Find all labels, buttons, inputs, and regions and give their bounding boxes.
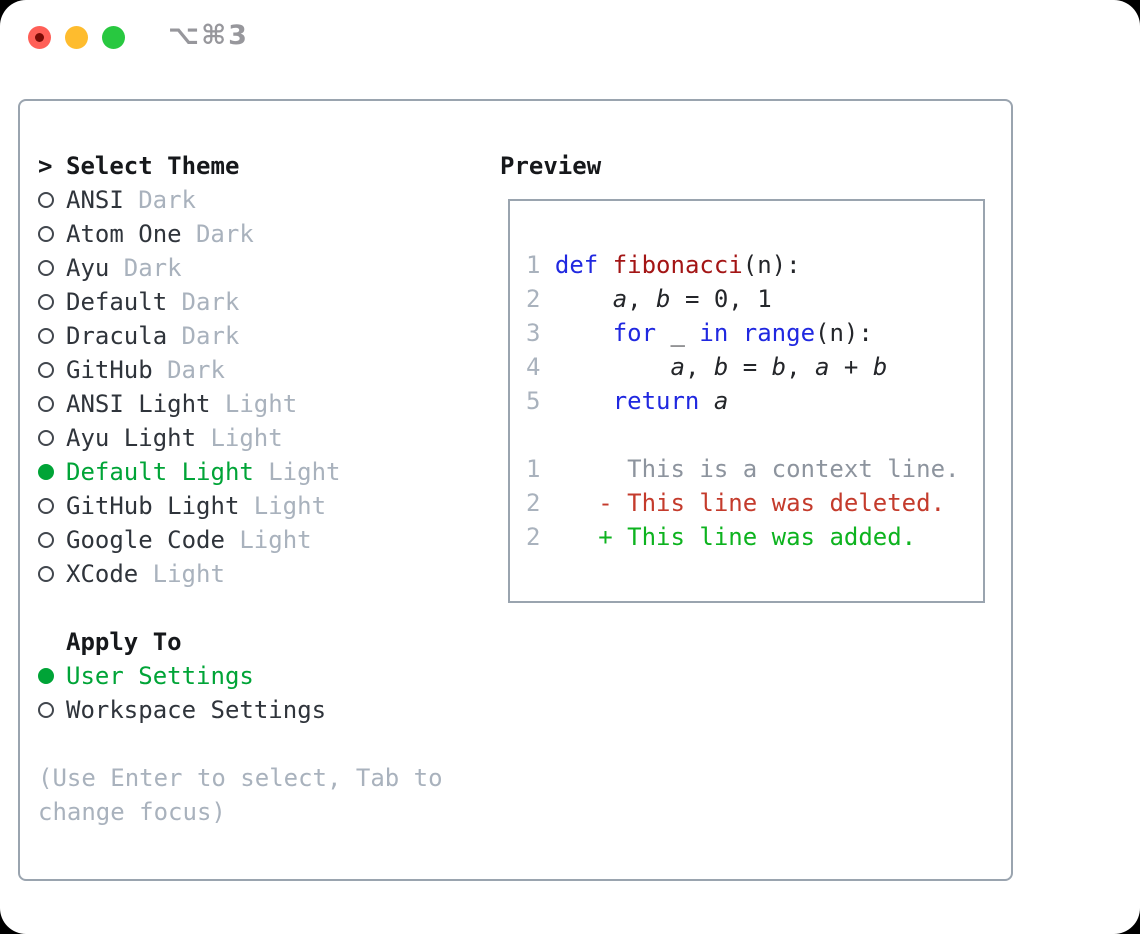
code-line: 2 + This line was added. <box>526 520 983 554</box>
spacer <box>38 591 443 625</box>
theme-variant-tag: Light <box>152 560 225 588</box>
minimize-button[interactable] <box>65 26 88 49</box>
theme-option[interactable]: Google Code Light <box>38 523 443 557</box>
radio-icon <box>38 192 54 208</box>
select-theme-heading: Select Theme <box>66 152 240 180</box>
code-line: 1 This is a context line. <box>526 452 983 486</box>
theme-option[interactable]: GitHub Light Light <box>38 489 443 523</box>
theme-option-label: Dracula <box>66 322 168 350</box>
select-theme-heading-row: > Select Theme <box>38 149 443 183</box>
line-number: 4 <box>526 353 541 381</box>
apply-to-option[interactable]: Workspace Settings <box>38 693 443 727</box>
theme-option[interactable]: ANSI Light Light <box>38 387 443 421</box>
theme-option-label: Google Code <box>66 526 225 554</box>
code-line: 5 return a <box>526 384 983 418</box>
code-line: 4 a, b = b, a + b <box>526 350 983 384</box>
code-line: 2 - This line was deleted. <box>526 486 983 520</box>
theme-option-label: Default Light <box>66 458 254 486</box>
titlebar: ⌥⌘3 <box>0 0 1140 74</box>
theme-option[interactable]: Default Light Light <box>38 455 443 489</box>
theme-option[interactable]: Ayu Light Light <box>38 421 443 455</box>
traffic-lights <box>28 26 125 49</box>
radio-icon <box>38 328 54 344</box>
line-number: 2 <box>526 489 541 517</box>
radio-icon <box>38 396 54 412</box>
radio-icon <box>38 702 54 718</box>
radio-icon <box>38 430 54 446</box>
line-number: 3 <box>526 319 541 347</box>
theme-option-label: ANSI Light <box>66 390 211 418</box>
line-number: 2 <box>526 523 541 551</box>
theme-option-label: XCode <box>66 560 139 588</box>
apply-to-heading: Apply To <box>66 628 182 656</box>
theme-option[interactable]: XCode Light <box>38 557 443 591</box>
line-number: 2 <box>526 285 541 313</box>
radio-selected-icon <box>38 668 54 684</box>
theme-option-label: GitHub Light <box>66 492 240 520</box>
line-number: 1 <box>526 251 541 279</box>
apply-to-option[interactable]: User Settings <box>38 659 443 693</box>
radio-icon <box>38 566 54 582</box>
theme-variant-tag: Dark <box>195 220 254 248</box>
zoom-button[interactable] <box>102 26 125 49</box>
theme-variant-tag: Light <box>253 492 327 520</box>
line-number: 5 <box>526 387 541 415</box>
radio-icon <box>38 294 54 310</box>
theme-option-label: GitHub <box>66 356 153 384</box>
focus-cursor: > <box>38 152 53 180</box>
radio-selected-icon <box>38 464 54 480</box>
theme-variant-tag: Light <box>210 424 283 452</box>
radio-icon <box>38 226 54 242</box>
theme-option-label: Ayu <box>66 254 110 282</box>
theme-option[interactable]: Ayu Dark <box>38 251 443 285</box>
code-line: 2 a, b = 0, 1 <box>526 282 983 316</box>
window-shortcut-label: ⌥⌘3 <box>168 20 249 51</box>
theme-option-label: ANSI <box>66 186 124 214</box>
radio-icon <box>38 498 54 514</box>
theme-option-label: Default <box>66 288 168 316</box>
preview-heading: Preview <box>500 152 602 180</box>
radio-icon <box>38 362 54 378</box>
radio-icon <box>38 260 54 276</box>
record-dot-icon <box>35 33 44 42</box>
theme-option[interactable]: Atom One Dark <box>38 217 443 251</box>
theme-option[interactable]: GitHub Dark <box>38 353 443 387</box>
theme-variant-tag: Light <box>268 458 341 486</box>
hint-text-line1: (Use Enter to select, Tab to <box>38 764 443 792</box>
theme-option-label: Ayu Light <box>66 424 197 452</box>
theme-variant-tag: Dark <box>138 186 196 214</box>
apply-to-heading-row: Apply To <box>38 625 443 659</box>
theme-option[interactable]: Default Dark <box>38 285 443 319</box>
line-number: 1 <box>526 455 541 483</box>
theme-variant-tag: Light <box>239 526 312 554</box>
theme-variant-tag: Dark <box>181 322 240 350</box>
theme-option[interactable]: ANSI Dark <box>38 183 443 217</box>
theme-option-label: Atom One <box>66 220 182 248</box>
theme-variant-tag: Dark <box>167 356 225 384</box>
hint-text-line2: change focus) <box>38 798 226 826</box>
spacer <box>38 727 443 761</box>
theme-option[interactable]: Dracula Dark <box>38 319 443 353</box>
theme-variant-tag: Dark <box>181 288 240 316</box>
apply-to-option-label: User Settings <box>66 662 254 690</box>
apply-to-option-label: Workspace Settings <box>66 696 327 724</box>
radio-icon <box>38 532 54 548</box>
theme-variant-tag: Light <box>224 390 298 418</box>
close-button[interactable] <box>28 26 51 49</box>
theme-variant-tag: Dark <box>123 254 182 282</box>
code-line <box>526 418 983 452</box>
code-line: 3 for _ in range(n): <box>526 316 983 350</box>
